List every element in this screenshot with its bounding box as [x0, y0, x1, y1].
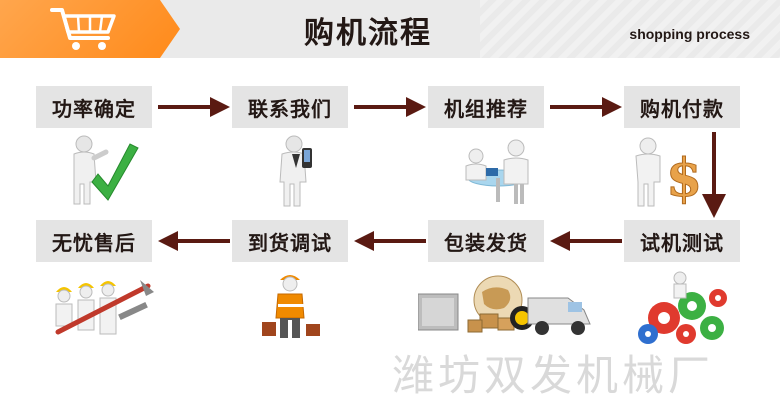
step-after-sales: 无忧售后: [36, 220, 152, 262]
gears-figure-icon: [638, 271, 727, 344]
workers-figure-icon: [55, 280, 154, 335]
step-packing-ship: 包装发货: [428, 220, 544, 262]
page-title: 购机流程: [304, 16, 432, 51]
step-contact-us: 联系我们: [232, 86, 348, 128]
step-trial-test: 试机测试: [624, 220, 740, 262]
arrow-left-icon: [550, 231, 622, 251]
arrow-left-icon: [158, 231, 230, 251]
shipping-globe-icon: [418, 275, 591, 335]
checkmark-figure-icon: [73, 135, 139, 205]
step-payment: 购机付款: [624, 86, 740, 128]
arrow-right-icon: [158, 97, 230, 117]
phone-figure-icon: [279, 135, 312, 207]
arrow-right-icon: [550, 97, 622, 117]
svg-text:$: $: [666, 148, 702, 209]
step-unit-recommend: 机组推荐: [428, 86, 544, 128]
arrow-left-icon: [354, 231, 426, 251]
company-watermark: 潍坊双发机械厂: [392, 351, 715, 400]
engineer-figure-icon: [262, 275, 320, 338]
arrow-down-icon: [702, 132, 726, 218]
page-subtitle: shopping process: [629, 26, 750, 42]
dollar-figure-icon: $: [635, 137, 703, 210]
meeting-figure-icon: [465, 139, 529, 204]
header-banner: 购机流程 shopping process: [0, 0, 780, 58]
step-arrival-debug: 到货调试: [232, 220, 348, 262]
header-stripes: [480, 0, 780, 58]
shopping-cart-icon: [50, 8, 116, 50]
step-power-determine: 功率确定: [36, 86, 152, 128]
arrow-right-icon: [354, 97, 426, 117]
